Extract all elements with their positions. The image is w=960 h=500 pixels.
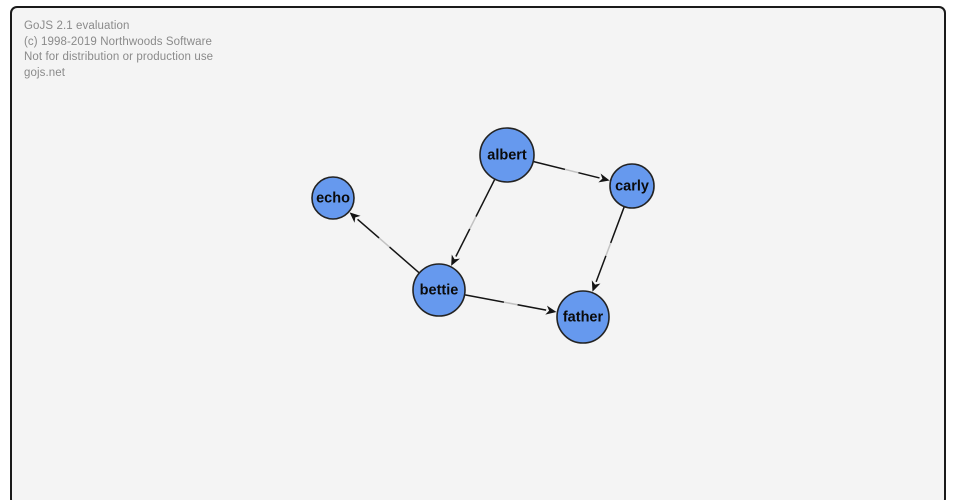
graph-link-carly-to-father[interactable] [591, 206, 625, 292]
graph-link-albert-to-carly[interactable] [533, 160, 610, 183]
node-label: father [563, 310, 604, 326]
link-label-slot [378, 236, 391, 249]
node-label: echo [316, 191, 350, 207]
link-arrowhead [591, 280, 601, 292]
graph-node-bettie[interactable]: bettie [412, 263, 466, 317]
node-shape-circle[interactable] [479, 127, 535, 183]
graph-node-albert[interactable]: albert [479, 127, 535, 183]
link-label-slot [564, 166, 579, 176]
link-label-slot [503, 298, 518, 309]
link-arrowhead [545, 305, 557, 315]
graph-layer: albert echo carly bettie father [311, 127, 655, 344]
node-shape-circle[interactable] [412, 263, 466, 317]
watermark-line-website: gojs.net [24, 66, 66, 79]
graph-node-echo[interactable]: echo [311, 176, 355, 220]
node-label: albert [487, 148, 527, 164]
node-shape-circle[interactable] [311, 176, 355, 220]
link-label-slot [603, 242, 614, 257]
link-arrowhead [349, 212, 361, 223]
node-label: carly [615, 179, 649, 195]
link-arrowhead [451, 254, 460, 266]
node-label: bettie [420, 283, 459, 299]
watermark-line-copyright: (c) 1998-2019 Northwoods Software [24, 35, 213, 48]
graph-link-bettie-to-echo[interactable] [349, 212, 420, 274]
gojs-diagram-canvas[interactable]: GoJS 2.1 evaluation (c) 1998-2019 Northw… [10, 6, 946, 500]
node-shape-circle[interactable] [556, 290, 610, 344]
link-label-slot [467, 216, 478, 230]
graph-link-bettie-to-father[interactable] [464, 294, 557, 315]
graph-node-father[interactable]: father [556, 290, 610, 344]
graph-node-carly[interactable]: carly [609, 163, 655, 209]
node-shape-circle[interactable] [609, 163, 655, 209]
graph-link-albert-to-bettie[interactable] [451, 179, 496, 266]
watermark-line-product: GoJS 2.1 evaluation [24, 20, 130, 32]
link-arrowhead [598, 173, 610, 183]
nodes-group: albert echo carly bettie father [311, 127, 655, 344]
gojs-evaluation-watermark: GoJS 2.1 evaluation (c) 1998-2019 Northw… [24, 19, 213, 81]
links-group [349, 160, 625, 315]
watermark-line-license: Not for distribution or production use [24, 51, 214, 63]
